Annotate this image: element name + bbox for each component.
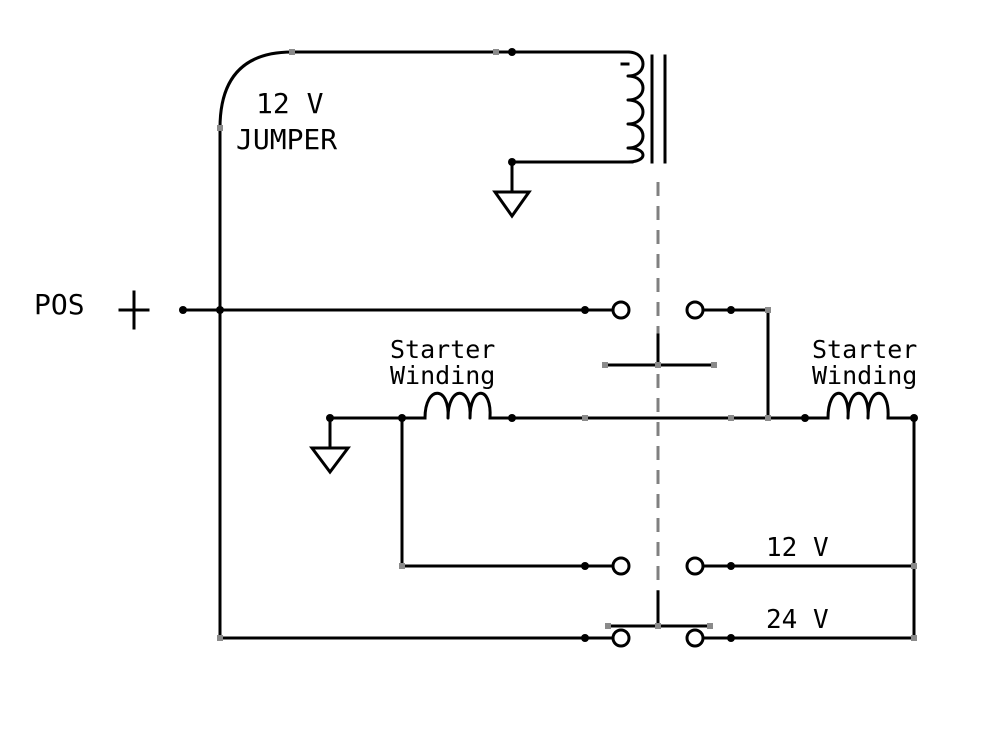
junction-dots — [179, 48, 918, 642]
jumper-label-line2: JUMPER — [236, 123, 337, 156]
jumper-label-line1: 12 V — [256, 87, 324, 120]
right-starter-winding — [826, 391, 890, 420]
left-starter-winding — [423, 391, 493, 420]
left-ground-icon — [309, 446, 351, 475]
contact-terminal — [611, 556, 631, 576]
contact-terminal — [611, 300, 631, 320]
solenoid-coil — [626, 50, 645, 164]
tap-12v-label: 12 V — [766, 533, 829, 563]
right-winding-label-line1: Starter — [812, 335, 917, 364]
left-winding-label-line1: Starter — [390, 335, 495, 364]
left-winding-label-line2: Winding — [390, 361, 495, 390]
contact-terminal — [611, 628, 631, 648]
contact-terminal — [685, 556, 705, 576]
tap-24v-label: 24 V — [766, 605, 829, 635]
contact-terminal — [685, 300, 705, 320]
contact-terminal — [685, 628, 705, 648]
right-winding-label-line2: Winding — [812, 361, 917, 390]
pos-label: POS — [34, 288, 85, 321]
coil-ground-icon — [492, 190, 532, 219]
grey-joints — [217, 49, 917, 641]
